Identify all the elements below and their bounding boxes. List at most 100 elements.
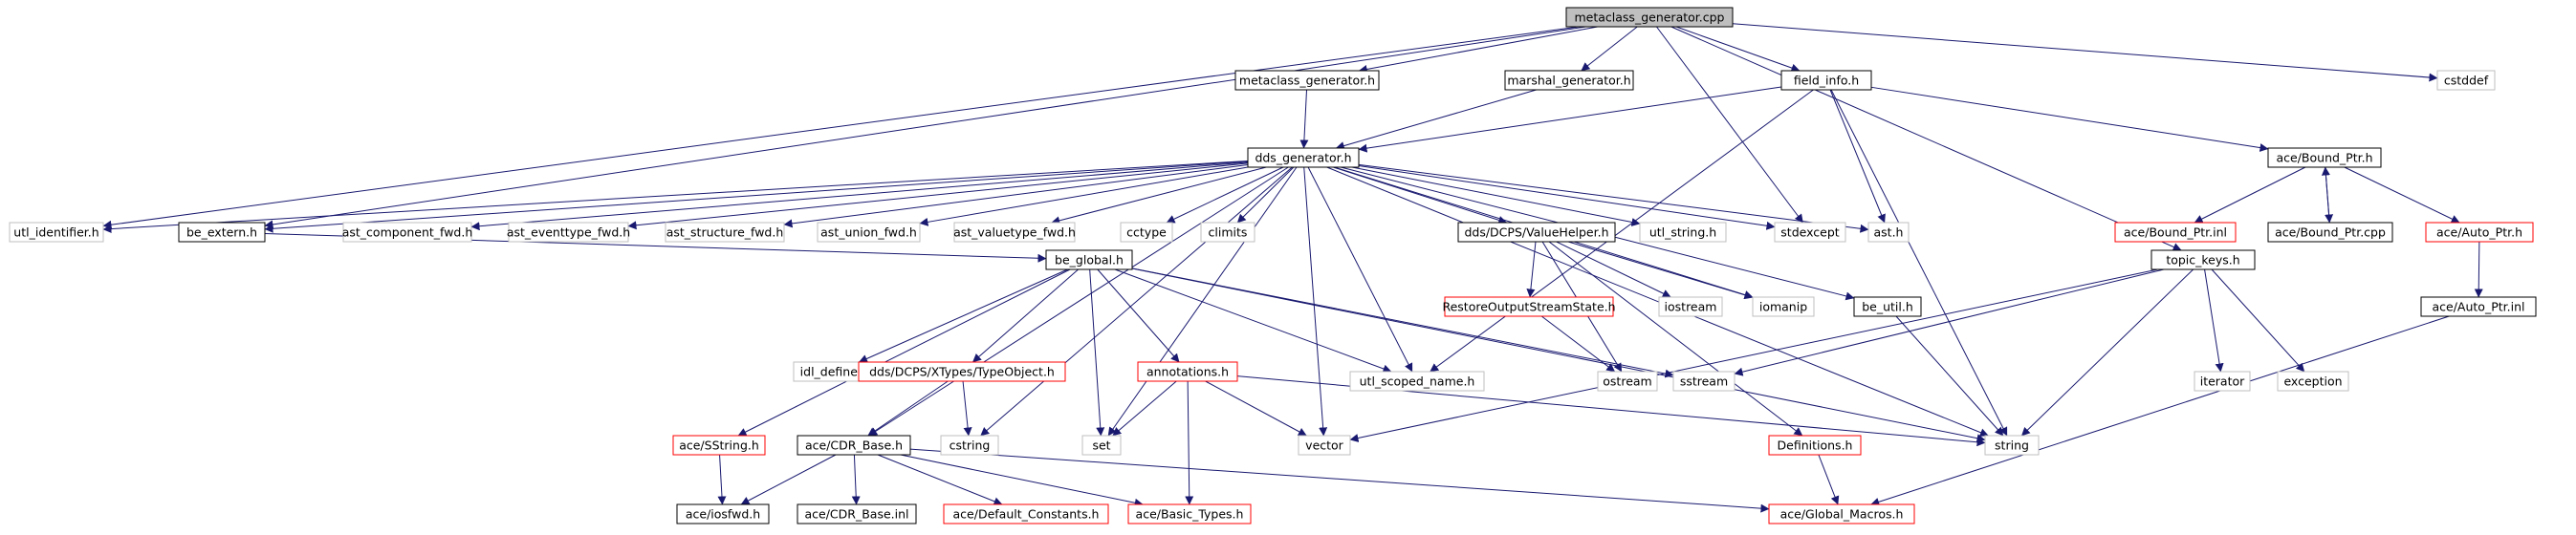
edge-marshal-generator-h-to-dds-generator-h [1335,89,1537,150]
node-box [178,222,266,243]
node-field-info-h[interactable]: field_info.h [1780,70,1872,91]
edges [102,23,2483,513]
node-box [1349,371,1485,392]
node-label: ace/iosfwd.h [686,507,760,522]
node-box [1658,296,1723,317]
node-label: metaclass_generator.h [1239,74,1375,88]
node-topic-keys-h[interactable]: topic_keys.h [2150,249,2256,270]
node-box [1137,361,1238,382]
node-label: topic_keys.h [2166,253,2239,268]
node-ast-union-fwd-h: ast_union_fwd.h [817,222,921,243]
node-label: RestoreOutputStreamState.h [1442,300,1615,314]
edge-dds-generator-h-to-utl-string-h [1351,166,1641,226]
node-label: ace/Default_Constants.h [953,507,1100,522]
node-box [1127,503,1252,524]
edge-topic-keys-h-to-exception [2211,268,2305,373]
node-label: exception [2283,374,2342,389]
edge-topic-keys-h-to-string [2020,268,2194,437]
edge-annotations-h-to-vector [1205,380,1307,437]
edge-dds-generator-h-to-ace-cdr-base-h [868,166,1289,437]
node-be-global-h[interactable]: be_global.h [1045,249,1133,270]
nodes: metaclass_generator.cppcstddefmetaclass_… [9,7,2537,524]
node-valuehelper-h[interactable]: dds/DCPS/ValueHelper.h [1457,222,1616,243]
node-climits: climits [1200,222,1255,243]
node-ast-component-fwd-h: ast_component_fwd.h [342,222,472,243]
edge-dds-generator-h-to-vector [1303,166,1328,437]
node-dds-generator-h[interactable]: dds_generator.h [1247,147,1360,168]
edge-ace-bound-ptr-h-to-ace-auto-ptr-h [2344,166,2460,224]
node-definitions-h[interactable]: Definitions.h [1768,435,1862,456]
node-annotations-h[interactable]: annotations.h [1137,361,1238,382]
edge-valuehelper-h-to-restoreoutputstreamstate-h [1526,241,1537,298]
edge-dds-generator-h-to-ast-h [1358,163,1869,233]
node-ace-basic-types-h[interactable]: ace/Basic_Types.h [1127,503,1252,524]
node-be-extern-h[interactable]: be_extern.h [178,222,266,243]
edge-dds-generator-h-to-ast-eventtype-fwd-h [627,162,1249,230]
edge-metaclass-generator-cpp-to-utl-identifier-h [102,26,1580,229]
node-set: set [1081,435,1122,456]
node-ace-cdr-base-inl[interactable]: ace/CDR_Base.inl [797,503,917,524]
node-restoreoutputstreamstate-h[interactable]: RestoreOutputStreamState.h [1442,296,1616,317]
node-label: ace/Auto_Ptr.inl [2433,300,2525,314]
node-box [2425,222,2534,243]
node-label: ast.h [1874,225,1904,240]
node-ace-sstring-h[interactable]: ace/SString.h [672,435,766,456]
edge-be-global-h-to-idl-defines-h [859,268,1068,363]
node-ace-iosfwd-h[interactable]: ace/iosfwd.h [676,503,770,524]
node-ace-bound-ptr-cpp[interactable]: ace/Bound_Ptr.cpp [2267,222,2393,243]
node-typeobject-h[interactable]: dds/DCPS/XTypes/TypeObject.h [858,361,1066,382]
edge-dds-generator-h-to-stdexcept [1358,165,1776,230]
node-label: ace/Auto_Ptr.h [2436,225,2522,240]
edge-metaclass-generator-cpp-to-stdexcept [1656,26,1803,224]
node-marshal-generator-h[interactable]: marshal_generator.h [1504,70,1634,91]
node-utl-identifier-h: utl_identifier.h [9,222,104,243]
node-ace-cdr-base-h[interactable]: ace/CDR_Base.h [797,435,911,456]
node-box [817,222,921,243]
node-box [2436,70,2496,91]
node-box [2114,222,2237,243]
node-label: ast_valuetype_fwd.h [953,225,1076,240]
node-iostream: iostream [1658,296,1723,317]
node-box [508,222,629,243]
node-ace-default-constants-h[interactable]: ace/Default_Constants.h [943,503,1109,524]
node-ace-bound-ptr-inl[interactable]: ace/Bound_Ptr.inl [2114,222,2237,243]
edge-valuehelper-h-to-iostream [1556,241,1671,298]
node-be-util-h[interactable]: be_util.h [1853,296,1922,317]
node-box [1504,70,1634,91]
node-label: ace/Bound_Ptr.inl [2124,225,2227,240]
node-ace-bound-ptr-h[interactable]: ace/Bound_Ptr.h [2267,147,2382,168]
node-box [1867,222,1910,243]
node-box [953,222,1076,243]
node-label: ace/CDR_Base.inl [804,507,908,522]
node-ace-global-macros-h[interactable]: ace/Global_Macros.h [1768,503,1915,524]
node-box [1774,222,1846,243]
edge-dds-generator-h-to-cctype [1166,166,1284,224]
node-label: dds_generator.h [1255,151,1351,165]
node-label: field_info.h [1794,74,1859,88]
node-ace-auto-ptr-inl[interactable]: ace/Auto_Ptr.inl [2420,296,2537,317]
edge-topic-keys-h-to-vector [1349,268,2158,442]
edge-be-global-h-to-annotations-h [1097,268,1180,363]
node-ace-auto-ptr-h[interactable]: ace/Auto_Ptr.h [2425,222,2534,243]
node-box [1234,70,1380,91]
node-box [1597,371,1658,392]
node-sstream: sstream [1672,371,1736,392]
node-box [1247,147,1360,168]
node-iomanip: iomanip [1752,296,1815,317]
node-label: stdexcept [1780,225,1839,240]
node-label: ostream [1603,374,1651,389]
edge-dds-generator-h-to-cstring [980,166,1293,437]
node-metaclass-generator-h[interactable]: metaclass_generator.h [1234,70,1380,91]
edge-ace-bound-ptr-h-to-ace-bound-ptr-inl [2194,166,2306,224]
node-box [2277,371,2349,392]
node-box [1565,7,1734,28]
edge-annotations-h-to-ace-basic-types-h [1185,380,1194,505]
node-string: string [1984,435,2040,456]
node-ast-h: ast.h [1867,222,1910,243]
edge-dds-generator-h-to-valuehelper-h [1333,166,1508,225]
edge-ace-auto-ptr-inl-to-ace-global-macros-h [1870,315,2450,506]
node-box [1672,371,1736,392]
node-label: ast_union_fwd.h [820,225,917,240]
edge-field-info-h-to-ace-bound-ptr-h [1870,86,2269,152]
edge-valuehelper-h-to-iomanip [1567,241,1754,300]
